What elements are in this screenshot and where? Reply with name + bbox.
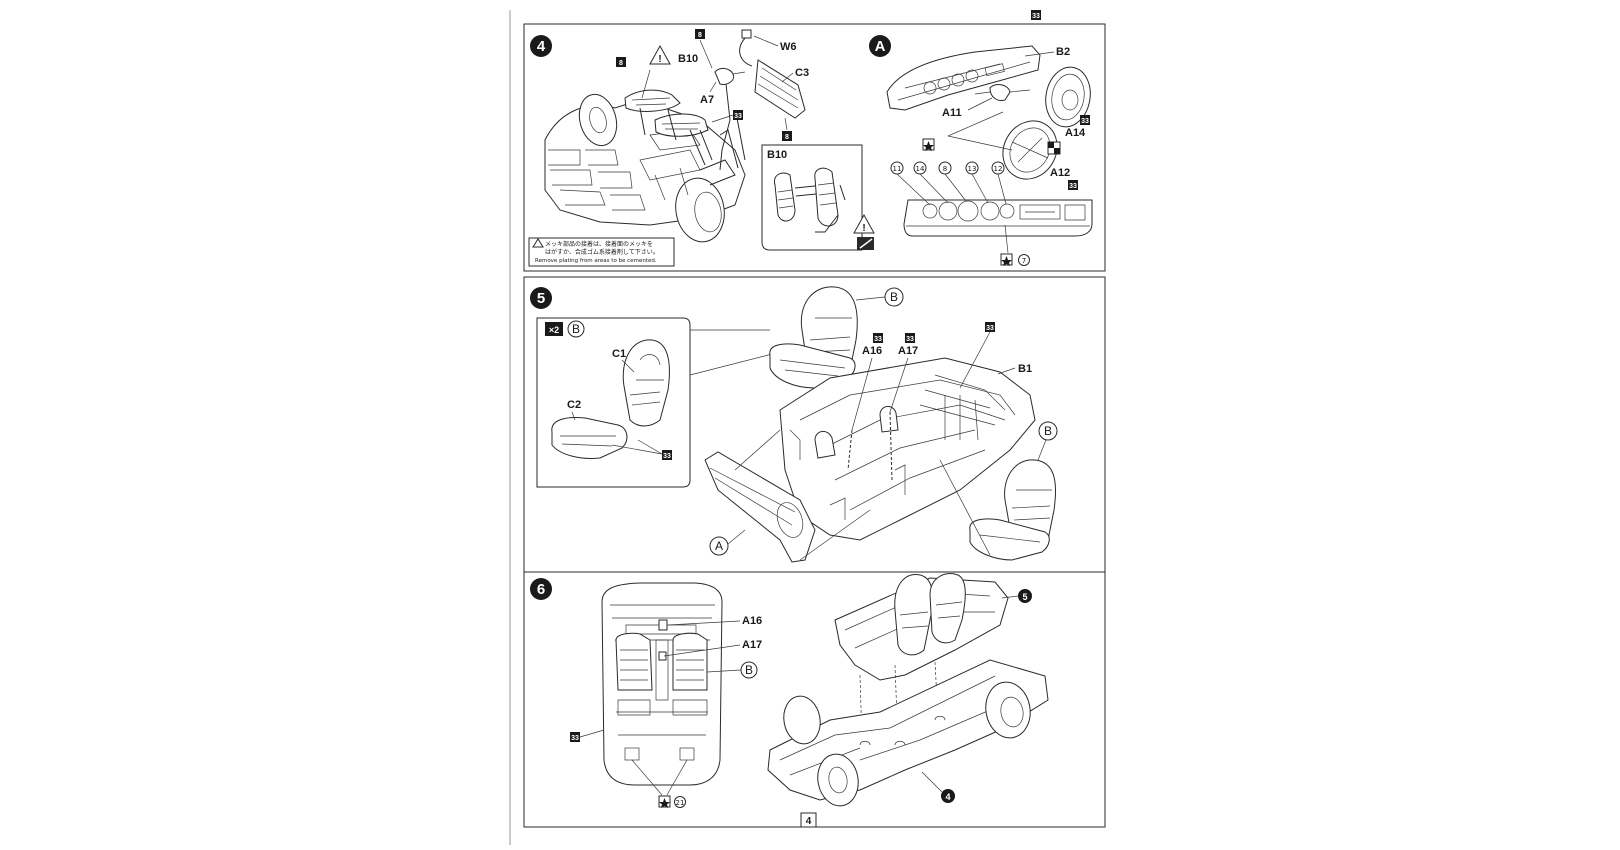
decal-ref-step6: 21 xyxy=(676,799,685,807)
decal-ref-a: 7 xyxy=(1022,257,1026,265)
seat-b-top: B xyxy=(769,286,904,389)
label-b-step6: B xyxy=(745,663,753,677)
step-4-badge xyxy=(530,35,552,57)
paint-tag: 33 xyxy=(663,453,671,460)
svg-text:!: ! xyxy=(862,223,865,234)
svg-text:33: 33 xyxy=(1081,118,1089,125)
label-c2: C2 xyxy=(567,399,581,411)
sub-assembly-a-badge xyxy=(869,35,891,57)
note-jp-line2: はがすか、合成ゴム系接着剤して下さい。 xyxy=(545,248,659,256)
label-a16: A16 xyxy=(862,345,882,357)
label-b10: B10 xyxy=(678,53,698,65)
svg-text:8: 8 xyxy=(698,32,702,39)
step-5-number: 5 xyxy=(537,290,545,307)
svg-text:33: 33 xyxy=(734,113,742,120)
step-5-badge xyxy=(530,287,552,309)
svg-text:11: 11 xyxy=(893,165,902,173)
svg-text:13: 13 xyxy=(968,165,977,173)
plating-warning-note: メッキ部品の接着は、接着面のメッキを はがすか、合成ゴム系接着剤して下さい。 R… xyxy=(528,237,675,267)
chassis-drawing xyxy=(544,93,746,243)
step-4: 4 xyxy=(528,10,1093,267)
note-en: Remove plating from areas to be cemented… xyxy=(535,258,657,264)
step-5: 5 ×2 B C1 C2 33 xyxy=(530,286,1058,563)
svg-text:8: 8 xyxy=(785,134,789,141)
label-a17-step6: A17 xyxy=(742,639,762,651)
inset-label-b: B xyxy=(572,322,580,336)
label-c3: C3 xyxy=(795,67,809,79)
label-a11: A11 xyxy=(942,107,962,119)
label-b-right: B xyxy=(1044,424,1052,438)
paint-tag xyxy=(782,131,792,141)
interior-tub-b1: B1 33 A16 33 A17 33 xyxy=(779,322,1036,541)
ref-step-4: 4 xyxy=(945,792,950,802)
label-w6: W6 xyxy=(780,41,797,53)
paint-tag-label: 8 xyxy=(619,60,623,67)
label-a17: A17 xyxy=(898,345,918,357)
step-4-number: 4 xyxy=(537,38,546,55)
label-b-top: B xyxy=(890,290,898,304)
svg-text:!: ! xyxy=(658,54,661,65)
label-c1: C1 xyxy=(612,348,626,360)
step-6: 6 A16 A17 B 33 xyxy=(530,573,1049,808)
paint-tag: 33 xyxy=(1032,13,1040,20)
label-a12: A12 xyxy=(1050,167,1070,179)
page-number-box xyxy=(800,812,817,828)
paint-tag: 33 xyxy=(571,735,579,742)
top-view-interior: A16 A17 B 33 21 xyxy=(570,582,762,808)
seat-inset: ×2 B C1 C2 33 xyxy=(536,317,691,488)
label-b1: B1 xyxy=(1018,363,1032,375)
label-a14: A14 xyxy=(1065,127,1086,139)
seat-b-right: B xyxy=(939,421,1058,561)
dash-assembly-a: A xyxy=(704,429,871,563)
inset-label-b10: B10 xyxy=(767,149,787,161)
label-a16-step6: A16 xyxy=(742,615,762,627)
svg-text:33: 33 xyxy=(986,325,994,332)
svg-text:33: 33 xyxy=(906,336,914,343)
ref-step-5: 5 xyxy=(1022,592,1027,602)
qty-badge xyxy=(545,322,563,336)
page-number: 4 xyxy=(806,816,812,827)
paint-tag xyxy=(733,110,743,120)
svg-text:33: 33 xyxy=(874,336,882,343)
column-parts xyxy=(624,29,806,171)
svg-text:12: 12 xyxy=(994,165,1003,173)
step-6-badge xyxy=(530,578,552,600)
svg-text:33: 33 xyxy=(1069,183,1077,190)
step-4-frame xyxy=(523,23,1106,272)
svg-text:8: 8 xyxy=(943,165,947,173)
paint-tag xyxy=(616,57,626,67)
svg-text:14: 14 xyxy=(916,165,925,173)
label-a7: A7 xyxy=(700,94,714,106)
sub-assembly-a: A 33 B2 A11 33 A14 xyxy=(869,10,1093,266)
note-jp-line1: メッキ部品の接着は、接着面のメッキを xyxy=(545,240,653,248)
sub-assembly-a-letter: A xyxy=(875,38,886,55)
assembly-view: 5 4 xyxy=(767,573,1049,807)
step-6-number: 6 xyxy=(537,581,545,598)
b10-inset: B10 ! xyxy=(761,144,875,251)
inset-qty: ×2 xyxy=(549,325,559,335)
label-a: A xyxy=(715,539,723,553)
paint-tag xyxy=(695,29,705,39)
label-b2: B2 xyxy=(1056,46,1070,58)
